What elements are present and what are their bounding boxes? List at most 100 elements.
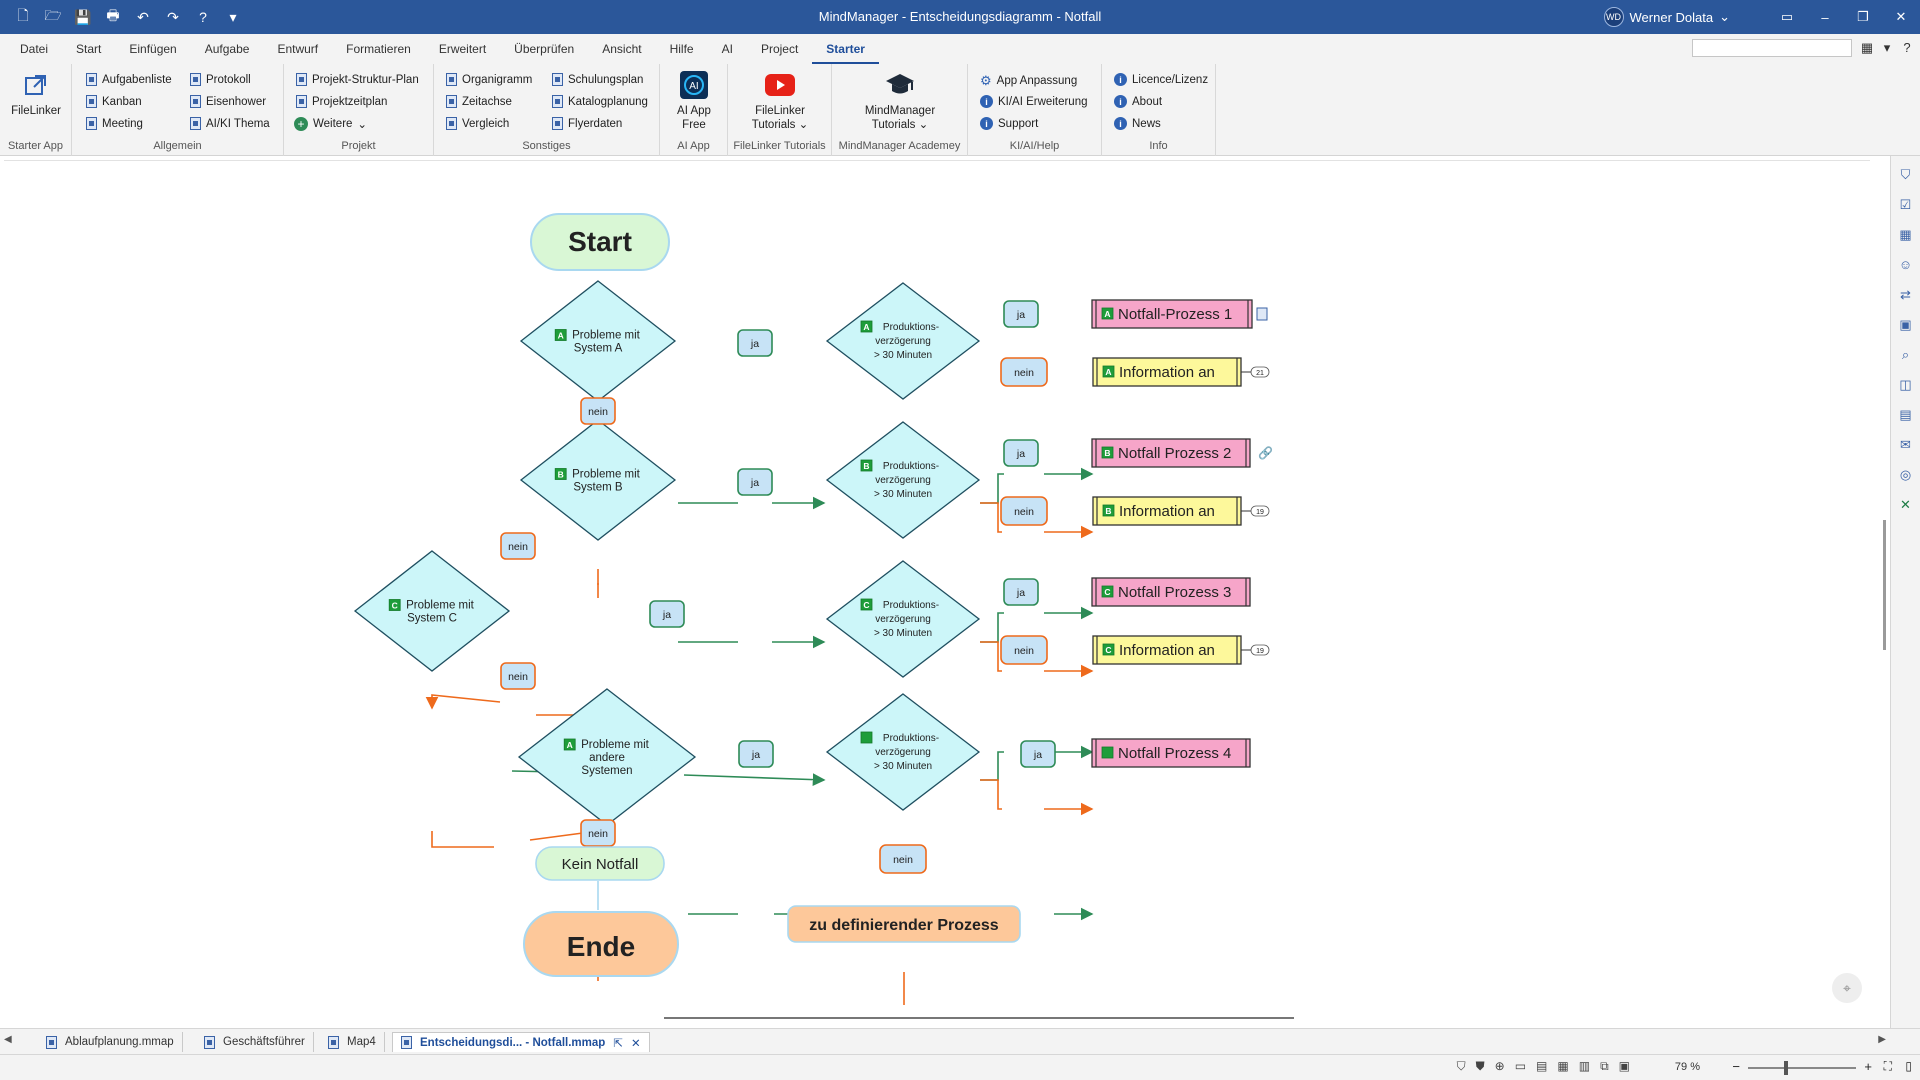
- label-nein[interactable]: [1000, 635, 1048, 665]
- print-icon[interactable]: 🖶: [106, 7, 120, 23]
- map-parts-icon[interactable]: ◫: [1899, 377, 1912, 392]
- label-nein[interactable]: [580, 819, 616, 847]
- task-icon[interactable]: ☑: [1899, 197, 1912, 212]
- open-folder-icon[interactable]: 🗁: [44, 7, 62, 23]
- filter-icon[interactable]: ⛉: [1900, 167, 1911, 182]
- kanban-button[interactable]: Kanban: [86, 95, 142, 108]
- ai-app-free-button[interactable]: AI AI App Free: [666, 70, 722, 132]
- outline-view-icon[interactable]: ▭: [1514, 1059, 1527, 1073]
- resource-icon[interactable]: ☺: [1898, 257, 1913, 272]
- zoom-slider-handle[interactable]: [1784, 1061, 1788, 1075]
- presentation-icon[interactable]: ▣: [1618, 1059, 1630, 1073]
- doc-tab[interactable]: Geschäftsführer: [196, 1032, 314, 1052]
- start-node[interactable]: [530, 213, 670, 271]
- weitere-button[interactable]: +Weitere⌄: [294, 117, 367, 131]
- mindmanager-tutorials-button[interactable]: MindManager Tutorials ⌄: [854, 70, 946, 132]
- label-ja[interactable]: [1003, 439, 1039, 467]
- tab-erweitert[interactable]: Erweitert: [438, 42, 487, 56]
- decision-system-c[interactable]: [353, 550, 511, 672]
- label-nein[interactable]: [500, 662, 536, 690]
- eisenhower-button[interactable]: Eisenhower: [190, 95, 266, 108]
- tab-entwurf[interactable]: Entwurf: [277, 42, 319, 56]
- zeitachse-button[interactable]: Zeitachse: [446, 95, 512, 108]
- link-view-icon[interactable]: ⧉: [1600, 1059, 1609, 1073]
- redo-icon[interactable]: ↷: [167, 8, 179, 25]
- filelinker-button[interactable]: FileLinker: [8, 70, 64, 118]
- restore-icon[interactable]: ❐: [1857, 9, 1869, 24]
- globe-icon[interactable]: ◎: [1899, 467, 1912, 482]
- tab-start[interactable]: Start: [76, 42, 102, 56]
- doc-tab-active[interactable]: Entscheidungsdi... - Notfall.mmap⇱✕: [392, 1032, 650, 1052]
- label-nein[interactable]: [500, 532, 536, 560]
- user-account[interactable]: WD Werner Dolata ⌄: [1603, 7, 1730, 27]
- focus-icon[interactable]: ⊕: [1494, 1059, 1505, 1073]
- filter-off-icon[interactable]: ⛊: [1475, 1059, 1485, 1073]
- customize-toolbar-icon[interactable]: ▾: [229, 8, 237, 25]
- search-input[interactable]: [1692, 39, 1852, 57]
- excel-icon[interactable]: ✕: [1900, 497, 1911, 512]
- aufgabenliste-button[interactable]: Aufgabenliste: [86, 73, 172, 86]
- label-nein[interactable]: [1000, 496, 1048, 526]
- outlook-icon[interactable]: ✉: [1900, 437, 1911, 452]
- zoom-slider[interactable]: [1748, 1067, 1856, 1069]
- label-ja[interactable]: [1003, 578, 1039, 606]
- doc-tab[interactable]: Ablaufplanung.mmap: [38, 1032, 183, 1052]
- tab-project[interactable]: Project: [760, 42, 799, 56]
- projektzeitplan-button[interactable]: Projektzeitplan: [296, 95, 387, 108]
- search-icon[interactable]: ⌕: [1901, 347, 1910, 362]
- label-ja[interactable]: [737, 329, 773, 357]
- doc-tab[interactable]: Map4: [320, 1032, 385, 1052]
- fit-map-icon[interactable]: ⛶: [1883, 1059, 1892, 1073]
- projekt-struktur-plan-button[interactable]: Projekt-Struktur-Plan: [296, 73, 419, 86]
- label-ja[interactable]: [737, 468, 773, 496]
- label-ja[interactable]: [1020, 740, 1056, 768]
- decision-production-delay-a[interactable]: [825, 282, 981, 400]
- gantt-view-icon[interactable]: ▥: [1578, 1059, 1591, 1073]
- calendar-view-icon[interactable]: ▦: [1557, 1059, 1569, 1073]
- zoom-out-icon[interactable]: −: [1732, 1059, 1740, 1074]
- tab--berpr-fen[interactable]: Überprüfen: [514, 42, 575, 56]
- organigramm-button[interactable]: Organigramm: [446, 73, 532, 86]
- topic-count-badge[interactable]: [1250, 505, 1270, 517]
- protokoll-button[interactable]: Protokoll: [190, 73, 251, 86]
- tab-hilfe[interactable]: Hilfe: [669, 42, 694, 56]
- kein-notfall-node[interactable]: [535, 846, 665, 881]
- decision-production-delay-c[interactable]: [825, 560, 981, 678]
- label-nein[interactable]: [879, 844, 927, 874]
- zoom-in-icon[interactable]: +: [1864, 1059, 1872, 1074]
- tab-ansicht[interactable]: Ansicht: [602, 42, 642, 56]
- info-a[interactable]: [1092, 357, 1242, 387]
- connect-icon[interactable]: ⇄: [1900, 287, 1911, 302]
- topic-count-badge[interactable]: [1250, 366, 1270, 378]
- save-icon[interactable]: 💾: [74, 8, 92, 25]
- chevron-down-icon[interactable]: ▾: [1883, 40, 1891, 55]
- tab-aufgabe[interactable]: Aufgabe: [204, 42, 250, 56]
- horizontal-scrollbar[interactable]: [664, 1017, 1294, 1019]
- label-nein[interactable]: [580, 397, 616, 425]
- info-b[interactable]: [1092, 496, 1242, 526]
- process-notfall-4[interactable]: [1091, 738, 1251, 768]
- tab-starter[interactable]: Starter: [812, 34, 879, 64]
- vergleich-button[interactable]: Vergleich: [446, 117, 509, 130]
- help-icon[interactable]: ?: [1903, 40, 1911, 55]
- location-pin-icon[interactable]: ⌖: [1832, 973, 1862, 1003]
- filter-icon[interactable]: ⛉: [1456, 1059, 1466, 1073]
- library-icon[interactable]: ▣: [1899, 317, 1912, 332]
- schulungsplan-button[interactable]: Schulungsplan: [552, 73, 643, 86]
- app-anpassung-button[interactable]: ⚙App Anpassung: [980, 73, 1078, 88]
- map-link-icon[interactable]: [1256, 307, 1268, 321]
- label-ja[interactable]: [649, 600, 685, 628]
- minimize-icon[interactable]: –: [1821, 9, 1829, 25]
- tab-formatieren[interactable]: Formatieren: [346, 42, 411, 56]
- decision-production-delay-other[interactable]: [825, 693, 981, 811]
- ribbon-display-icon[interactable]: ▭: [1780, 9, 1794, 24]
- vertical-scrollbar[interactable]: [1883, 520, 1886, 650]
- tab-einf-gen[interactable]: Einfügen: [129, 42, 177, 56]
- help-icon[interactable]: ?: [199, 9, 207, 25]
- calendar-icon[interactable]: ▦: [1899, 227, 1912, 242]
- hyperlink-icon[interactable]: 🔗: [1258, 445, 1273, 460]
- tab-ai[interactable]: AI: [721, 42, 733, 56]
